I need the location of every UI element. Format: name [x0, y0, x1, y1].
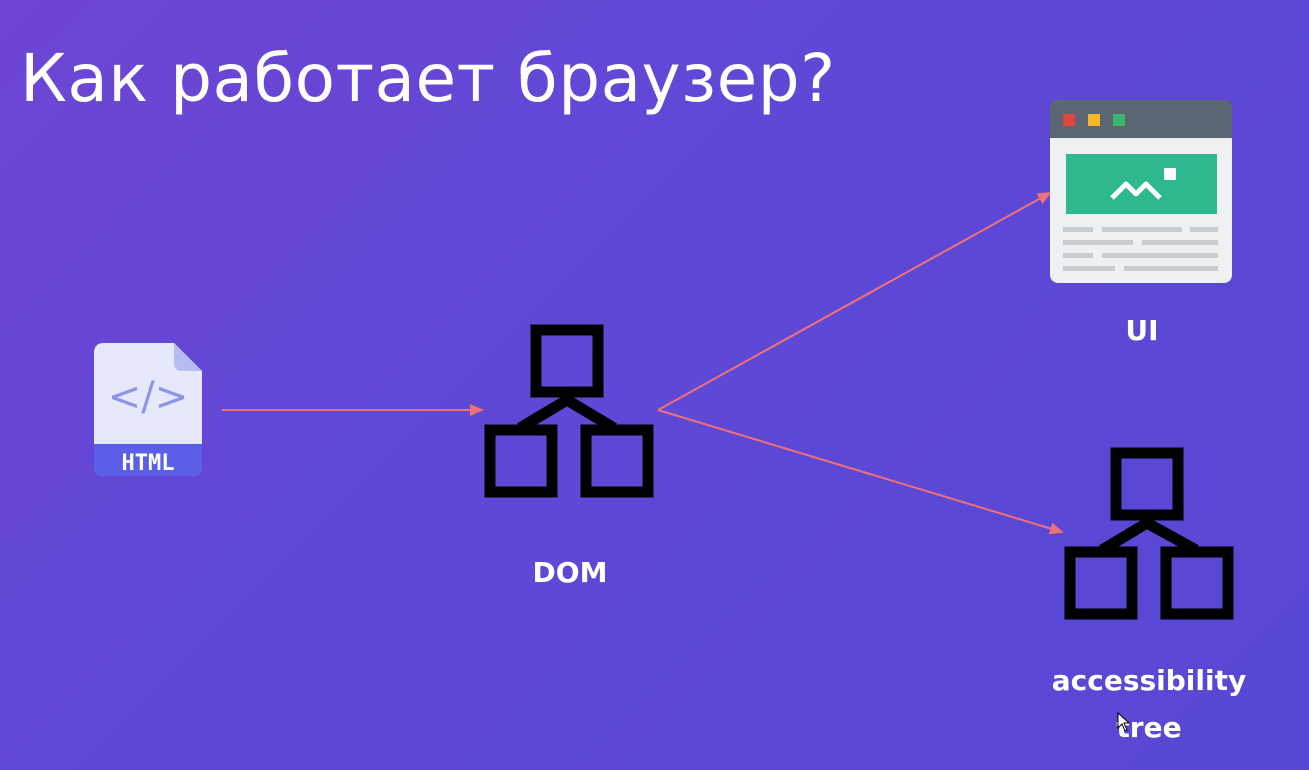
arrow-dom-to-ui	[657, 192, 1052, 411]
arrow-dom-to-accessibility	[657, 409, 1064, 535]
mouse-cursor-icon	[1117, 712, 1131, 732]
slide-title: Как работает браузер?	[20, 40, 836, 117]
html-file-icon: </> HTML	[94, 343, 202, 476]
accessibility-tree-icon	[1064, 447, 1234, 620]
dom-tree-icon	[484, 324, 654, 498]
ui-label: UI	[1125, 314, 1158, 347]
code-glyph-icon: </>	[108, 374, 189, 420]
accessibility-label-line2: tree	[1116, 711, 1181, 744]
accessibility-label-line1: accessibility	[1052, 664, 1246, 697]
dom-label: DOM	[533, 556, 608, 589]
browser-window-icon	[1050, 100, 1232, 283]
html-file-label: HTML	[122, 451, 175, 476]
